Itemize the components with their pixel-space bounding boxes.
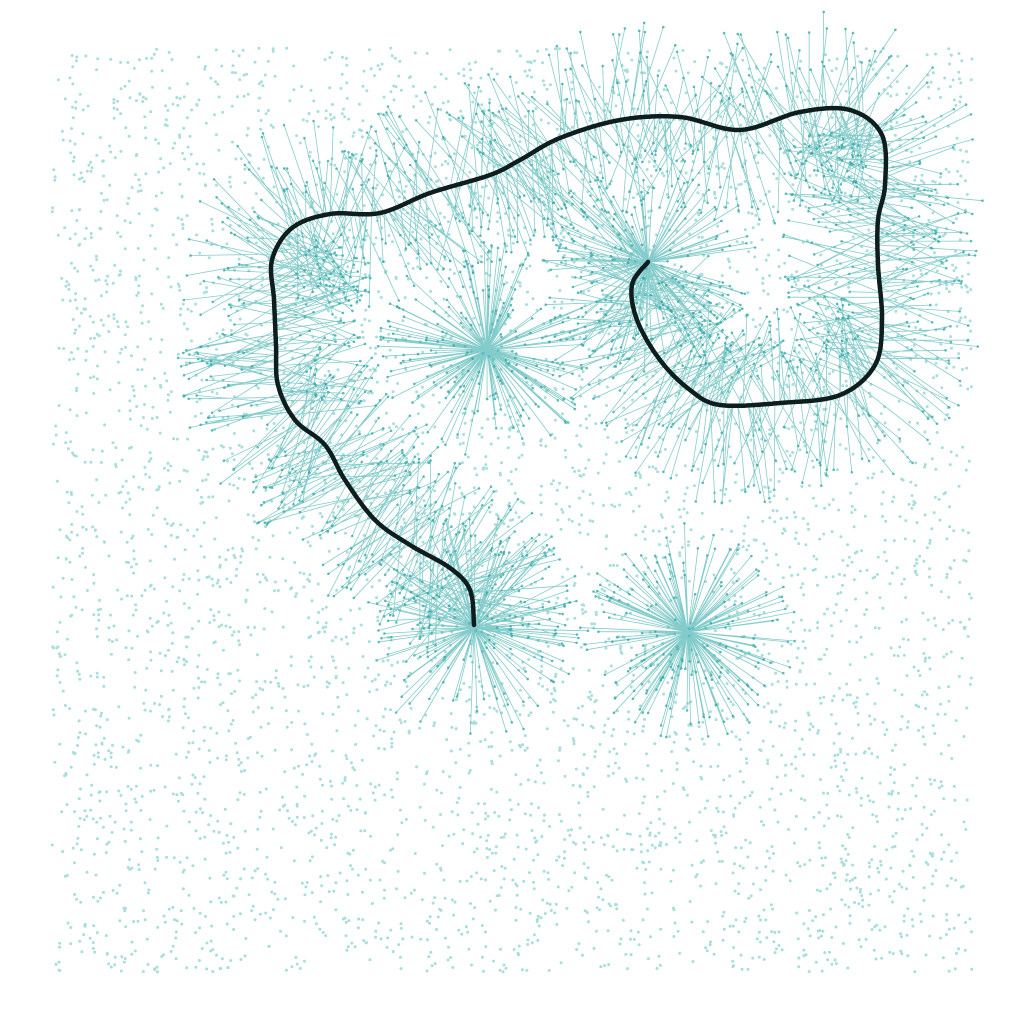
route-line xyxy=(268,105,889,628)
route-path xyxy=(268,105,889,628)
spoke-lines xyxy=(176,10,984,739)
spoke-line-bundle xyxy=(178,11,983,738)
